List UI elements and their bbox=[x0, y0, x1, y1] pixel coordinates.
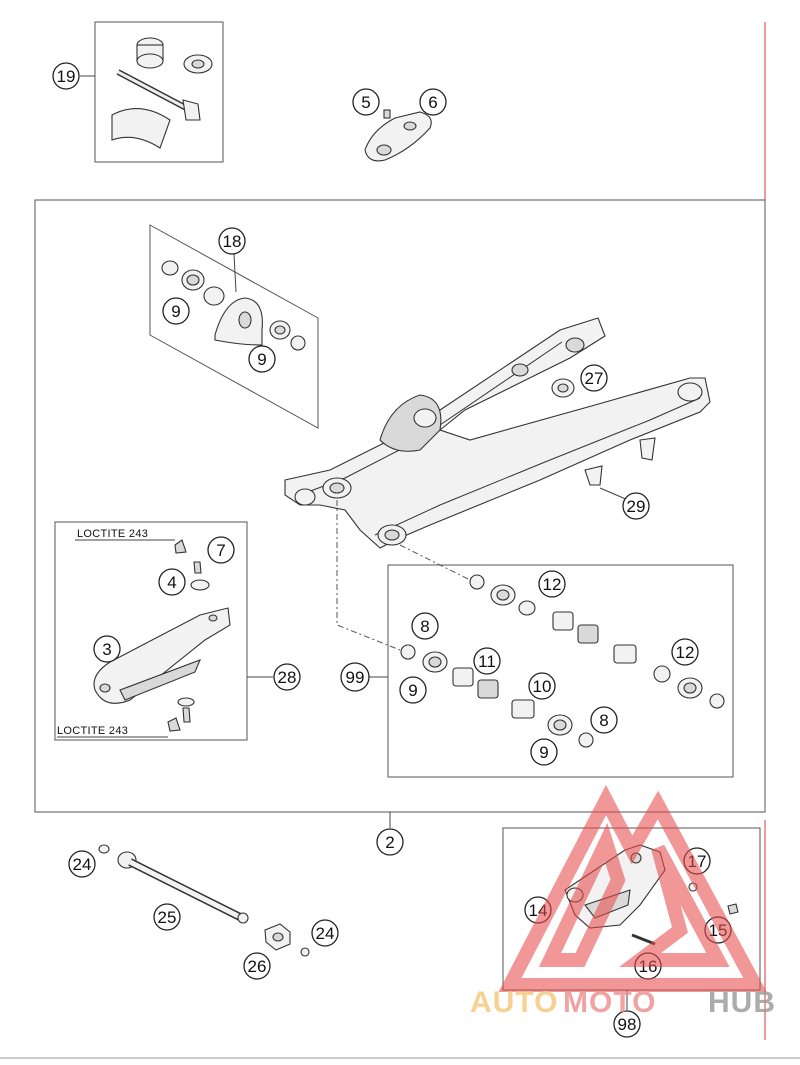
callout-27: 27 bbox=[580, 364, 608, 392]
swingarm-part bbox=[284, 317, 711, 549]
callout-8-label: 8 bbox=[420, 617, 429, 636]
swingarm-axle-part bbox=[98, 844, 310, 957]
watermark-triangle-logo bbox=[498, 784, 767, 992]
callout-10-label: 10 bbox=[533, 677, 552, 696]
callout-12-top: 12 bbox=[538, 570, 566, 598]
callout-24-left: 24 bbox=[68, 850, 96, 878]
assembly-line-right bbox=[399, 544, 471, 581]
callout-24-label: 24 bbox=[316, 924, 335, 943]
callout-29-label: 29 bbox=[627, 497, 646, 516]
callout-9-upper-right: 9 bbox=[248, 345, 276, 373]
callout-8-label: 8 bbox=[599, 711, 608, 730]
callout-3: 3 bbox=[93, 635, 121, 663]
callout-9-lower-left: 9 bbox=[399, 676, 427, 704]
callout-9-label: 9 bbox=[257, 350, 266, 369]
chain-guide-plate-part bbox=[364, 109, 432, 162]
callout-12-right: 12 bbox=[671, 638, 699, 666]
callout-98-label: 98 bbox=[618, 1015, 637, 1034]
watermark-word-2: MOTO bbox=[563, 986, 656, 1019]
callout-18-label: 18 bbox=[223, 232, 242, 251]
callout-2-label: 2 bbox=[385, 833, 394, 852]
callout-12-label: 12 bbox=[543, 575, 562, 594]
callout-11: 11 bbox=[473, 647, 501, 675]
automotohub-watermark: AUTO MOTO HUB bbox=[470, 784, 776, 1019]
callout-9-label: 9 bbox=[408, 681, 417, 700]
callout-10: 10 bbox=[528, 672, 556, 700]
callout-24-label: 24 bbox=[73, 855, 92, 874]
callout-3-label: 3 bbox=[102, 640, 111, 659]
callout-9-upper-left: 9 bbox=[162, 297, 190, 325]
callout-5-label: 5 bbox=[361, 93, 370, 112]
assembly-line-left bbox=[336, 500, 401, 651]
callout-28-label: 28 bbox=[278, 668, 297, 687]
callout-9-label: 9 bbox=[171, 302, 180, 321]
callout-6: 6 bbox=[419, 88, 447, 116]
callout-25: 25 bbox=[153, 903, 181, 931]
callout-9-label: 9 bbox=[539, 743, 548, 762]
callout-2: 2 bbox=[376, 828, 404, 856]
callout-8-right: 8 bbox=[590, 706, 618, 734]
callout-6-label: 6 bbox=[428, 93, 437, 112]
callout-28: 28 bbox=[273, 663, 301, 691]
callout-26-label: 26 bbox=[248, 957, 267, 976]
group-28-chain-slider bbox=[54, 521, 248, 741]
callout-27-label: 27 bbox=[585, 369, 604, 388]
callout-12-label: 12 bbox=[676, 643, 695, 662]
callout-24-right: 24 bbox=[311, 919, 339, 947]
callout-9-lower-right: 9 bbox=[530, 738, 558, 766]
loctite-label-top: LOCTITE 243 bbox=[77, 528, 148, 540]
callout-26: 26 bbox=[243, 952, 271, 980]
callout-11-label: 11 bbox=[478, 652, 496, 671]
callout-18: 18 bbox=[218, 227, 246, 255]
callout-8-left: 8 bbox=[411, 612, 439, 640]
callout-19: 19 bbox=[52, 62, 80, 90]
callout-99-label: 99 bbox=[346, 668, 365, 687]
callout-99: 99 bbox=[340, 662, 370, 692]
group-18-panel bbox=[149, 224, 319, 429]
loctite-label-bottom: LOCTITE 243 bbox=[57, 725, 128, 737]
callout-25-label: 25 bbox=[158, 908, 177, 927]
callout-7-label: 7 bbox=[216, 541, 225, 560]
group-2-frame bbox=[34, 199, 766, 813]
callout-29: 29 bbox=[622, 492, 650, 520]
callout-4: 4 bbox=[158, 568, 186, 596]
watermark-word-1: AUTO bbox=[470, 986, 558, 1019]
group-99-bearing-kit bbox=[387, 564, 734, 778]
callout-4-label: 4 bbox=[167, 573, 176, 592]
callout-5: 5 bbox=[352, 88, 380, 116]
callout-98: 98 bbox=[613, 1010, 641, 1038]
callout-7: 7 bbox=[207, 536, 235, 564]
callout-19-label: 19 bbox=[57, 67, 76, 86]
watermark-word-3: HUB bbox=[708, 986, 776, 1019]
group-19-bolt-kit bbox=[94, 21, 224, 163]
